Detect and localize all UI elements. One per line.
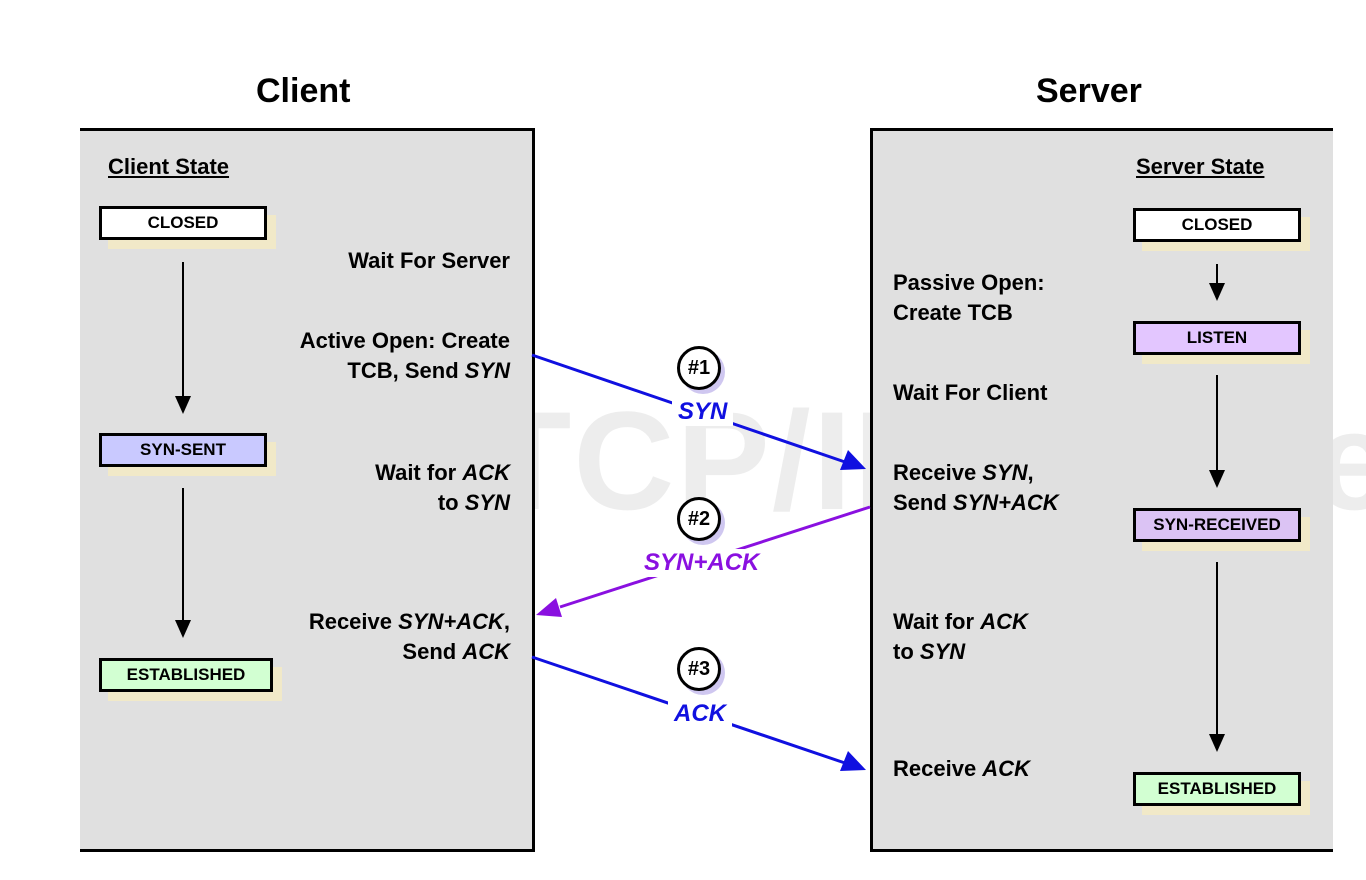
client-state-established: ESTABLISHED	[99, 658, 273, 692]
server-wait-ack: Wait for ACK to SYN	[893, 609, 1028, 664]
step-2-badge: #2	[677, 497, 721, 541]
server-state-listen: LISTEN	[1133, 321, 1301, 355]
server-arrow-closed-to-listen	[1209, 264, 1225, 301]
server-receive-ack: Receive ACK	[893, 756, 1030, 781]
server-wait-client: Wait For Client	[893, 380, 1048, 405]
client-arrow-closed-to-synsent	[175, 262, 191, 414]
server-passive-open: Passive Open: Create TCB	[893, 270, 1045, 325]
server-panel	[870, 128, 1333, 852]
server-state-established: ESTABLISHED	[1133, 772, 1301, 806]
client-receive-synack: Receive SYN+ACK, Send ACK	[308, 609, 510, 664]
step-1-badge: #1	[677, 346, 721, 390]
step-3-badge: #3	[677, 647, 721, 691]
server-state-syn-received: SYN-RECEIVED	[1133, 508, 1301, 542]
client-wait-server: Wait For Server	[348, 248, 510, 273]
client-state-closed: CLOSED	[99, 206, 267, 240]
server-arrow-listen-to-synreceived	[1209, 375, 1225, 488]
server-state-title: Server State	[1136, 154, 1265, 179]
server-state-closed: CLOSED	[1133, 208, 1301, 242]
message-syn-label: SYN	[672, 398, 734, 426]
client-panel	[80, 128, 535, 852]
client-arrow-synsent-to-established	[175, 488, 191, 638]
client-heading: Client	[256, 72, 351, 110]
client-state-syn-sent: SYN-SENT	[99, 433, 267, 467]
message-ack-label: ACK	[668, 700, 732, 728]
server-arrow-synreceived-to-established	[1209, 562, 1225, 752]
server-receive-syn: Receive SYN, Send SYN+ACK	[893, 460, 1059, 515]
message-synack-label: SYN+ACK	[638, 549, 766, 577]
server-heading: Server	[1036, 72, 1142, 110]
client-wait-ack: Wait for ACK to SYN	[375, 460, 510, 515]
client-state-title: Client State	[108, 154, 230, 179]
client-active-open: Active Open: Create TCB, Send SYN	[299, 328, 510, 383]
